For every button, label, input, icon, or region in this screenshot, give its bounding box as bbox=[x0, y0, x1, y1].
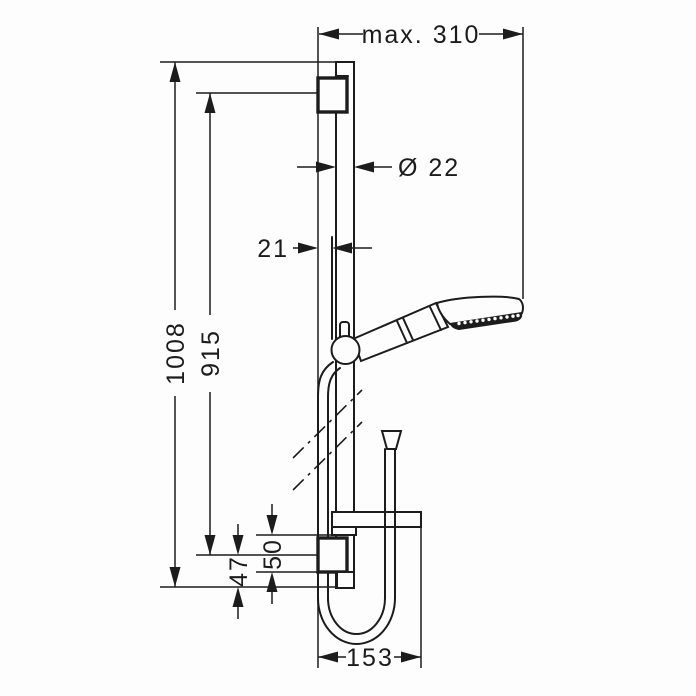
dim-overall-height-label: 1008 bbox=[162, 321, 190, 385]
slider-knob bbox=[330, 335, 361, 365]
dim-wall-gap-label: 21 bbox=[257, 235, 289, 263]
arrowhead bbox=[266, 572, 278, 592]
handle-grip-line bbox=[396, 320, 408, 344]
head-neck-line bbox=[429, 306, 442, 331]
arrowhead bbox=[204, 93, 216, 113]
slider-holder bbox=[330, 321, 361, 365]
arrowhead bbox=[332, 242, 352, 254]
dim-bracket-height-label: 50 bbox=[259, 538, 287, 570]
hand-shower bbox=[351, 295, 524, 363]
dim-rail-height: 915 bbox=[197, 93, 225, 555]
dim-bottom-offset: 47 bbox=[225, 524, 253, 619]
shower-head-body bbox=[435, 295, 524, 326]
soap-shelf bbox=[331, 511, 422, 536]
shower-hose-bend bbox=[317, 430, 403, 645]
hand-shower-handle bbox=[351, 301, 450, 363]
dim-max-width: max. 310 bbox=[319, 21, 523, 49]
arrowhead bbox=[316, 161, 336, 173]
dim-rail-diameter: Ø 22 bbox=[297, 154, 460, 182]
dim-bottom-offset-label: 47 bbox=[225, 555, 253, 587]
dim-bracket-height: 50 bbox=[259, 504, 287, 604]
rail-end-cap bbox=[336, 571, 355, 589]
arrowhead bbox=[503, 28, 523, 40]
arrowhead bbox=[204, 535, 216, 555]
hose-connector-nut bbox=[380, 430, 403, 450]
bottom-wall-bracket bbox=[316, 536, 349, 574]
spray-nozzles bbox=[457, 313, 520, 326]
dim-bottom-width: 153 bbox=[318, 644, 421, 672]
arrowhead bbox=[401, 651, 421, 663]
shelf-step bbox=[331, 526, 357, 536]
arrowhead bbox=[318, 651, 338, 663]
arrowhead bbox=[266, 515, 278, 535]
dim-bottom-width-label: 153 bbox=[346, 644, 394, 672]
dim-rail-diameter-label: Ø 22 bbox=[398, 154, 460, 182]
handle-grip-line bbox=[402, 317, 414, 341]
shower-hose-left bbox=[317, 361, 341, 601]
arrowhead bbox=[319, 28, 339, 40]
arrowhead bbox=[232, 587, 244, 607]
arrowhead bbox=[298, 242, 318, 254]
top-wall-bracket bbox=[316, 76, 349, 114]
dim-max-width-label: max. 310 bbox=[362, 21, 481, 49]
spray-face bbox=[450, 313, 523, 330]
arrowhead bbox=[232, 535, 244, 555]
dim-rail-height-label: 915 bbox=[197, 329, 225, 377]
arrowhead bbox=[354, 161, 374, 173]
dim-overall-height: 1008 bbox=[162, 62, 190, 587]
arrowhead bbox=[169, 62, 181, 82]
dim-wall-gap: 21 bbox=[257, 235, 372, 263]
arrowhead bbox=[169, 567, 181, 587]
